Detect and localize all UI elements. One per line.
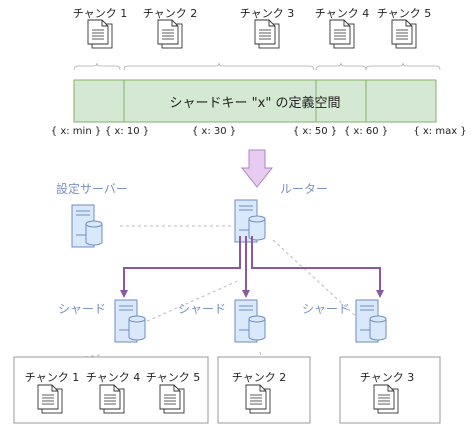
boundary-30: { x: 30 } bbox=[191, 126, 237, 137]
key-space-label: シャードキー "x" の定義空間 bbox=[169, 95, 341, 111]
boundary-50: { x: 50 } bbox=[292, 126, 338, 137]
key-space-bar bbox=[73, 79, 437, 123]
chunk5-doc-icon bbox=[391, 19, 417, 49]
shard2-chunk2-doc-icon bbox=[245, 384, 271, 414]
router-icon bbox=[234, 199, 266, 243]
chunk3-label: チャンク 3 bbox=[239, 7, 295, 20]
shard3-server-icon bbox=[355, 299, 387, 343]
chunk2-doc-icon bbox=[157, 19, 183, 49]
shard1-chunk1-label: チャンク 1 bbox=[24, 371, 80, 384]
chunk4-label: チャンク 4 bbox=[314, 7, 370, 20]
boundary-min: { x: min } bbox=[50, 126, 102, 137]
config-server-label: 設定サーバー bbox=[56, 182, 128, 196]
boundary-10: { x: 10 } bbox=[104, 126, 150, 137]
shard1-chunk1-doc-icon bbox=[37, 384, 63, 414]
chunk-brackets bbox=[73, 62, 441, 71]
shard3-chunk3-doc-icon bbox=[373, 384, 399, 414]
boundary-max: { x: max } bbox=[413, 126, 467, 137]
down-arrow-icon bbox=[240, 149, 274, 188]
config-server-icon bbox=[71, 204, 103, 248]
shard2-server-icon bbox=[234, 299, 266, 343]
shard3-chunk3-label: チャンク 3 bbox=[359, 371, 415, 384]
shard2-label: シャード bbox=[178, 302, 227, 316]
chunk4-doc-icon bbox=[329, 19, 355, 49]
chunk3-doc-icon bbox=[254, 19, 280, 49]
shard3-label: シャード bbox=[302, 302, 351, 316]
router-label: ルーター bbox=[280, 182, 329, 196]
key-space-dividers bbox=[123, 80, 367, 122]
shard1-chunk4-label: チャンク 4 bbox=[85, 371, 141, 384]
chunk1-label: チャンク 1 bbox=[72, 7, 128, 20]
shard1-chunk5-doc-icon bbox=[159, 384, 185, 414]
shard2-chunk2-label: チャンク 2 bbox=[231, 371, 287, 384]
shard1-label: シャード bbox=[58, 302, 107, 316]
chunk1-doc-icon bbox=[87, 19, 113, 49]
dashed-links bbox=[59, 225, 361, 361]
shard1-chunk4-doc-icon bbox=[99, 384, 125, 414]
chunk5-label: チャンク 5 bbox=[376, 7, 432, 20]
shard1-chunk5-label: チャンク 5 bbox=[145, 371, 201, 384]
shard1-server-icon bbox=[114, 299, 146, 343]
chunk2-label: チャンク 2 bbox=[142, 7, 198, 20]
routing-arrows bbox=[120, 236, 384, 298]
boundary-60: { x: 60 } bbox=[343, 126, 389, 137]
